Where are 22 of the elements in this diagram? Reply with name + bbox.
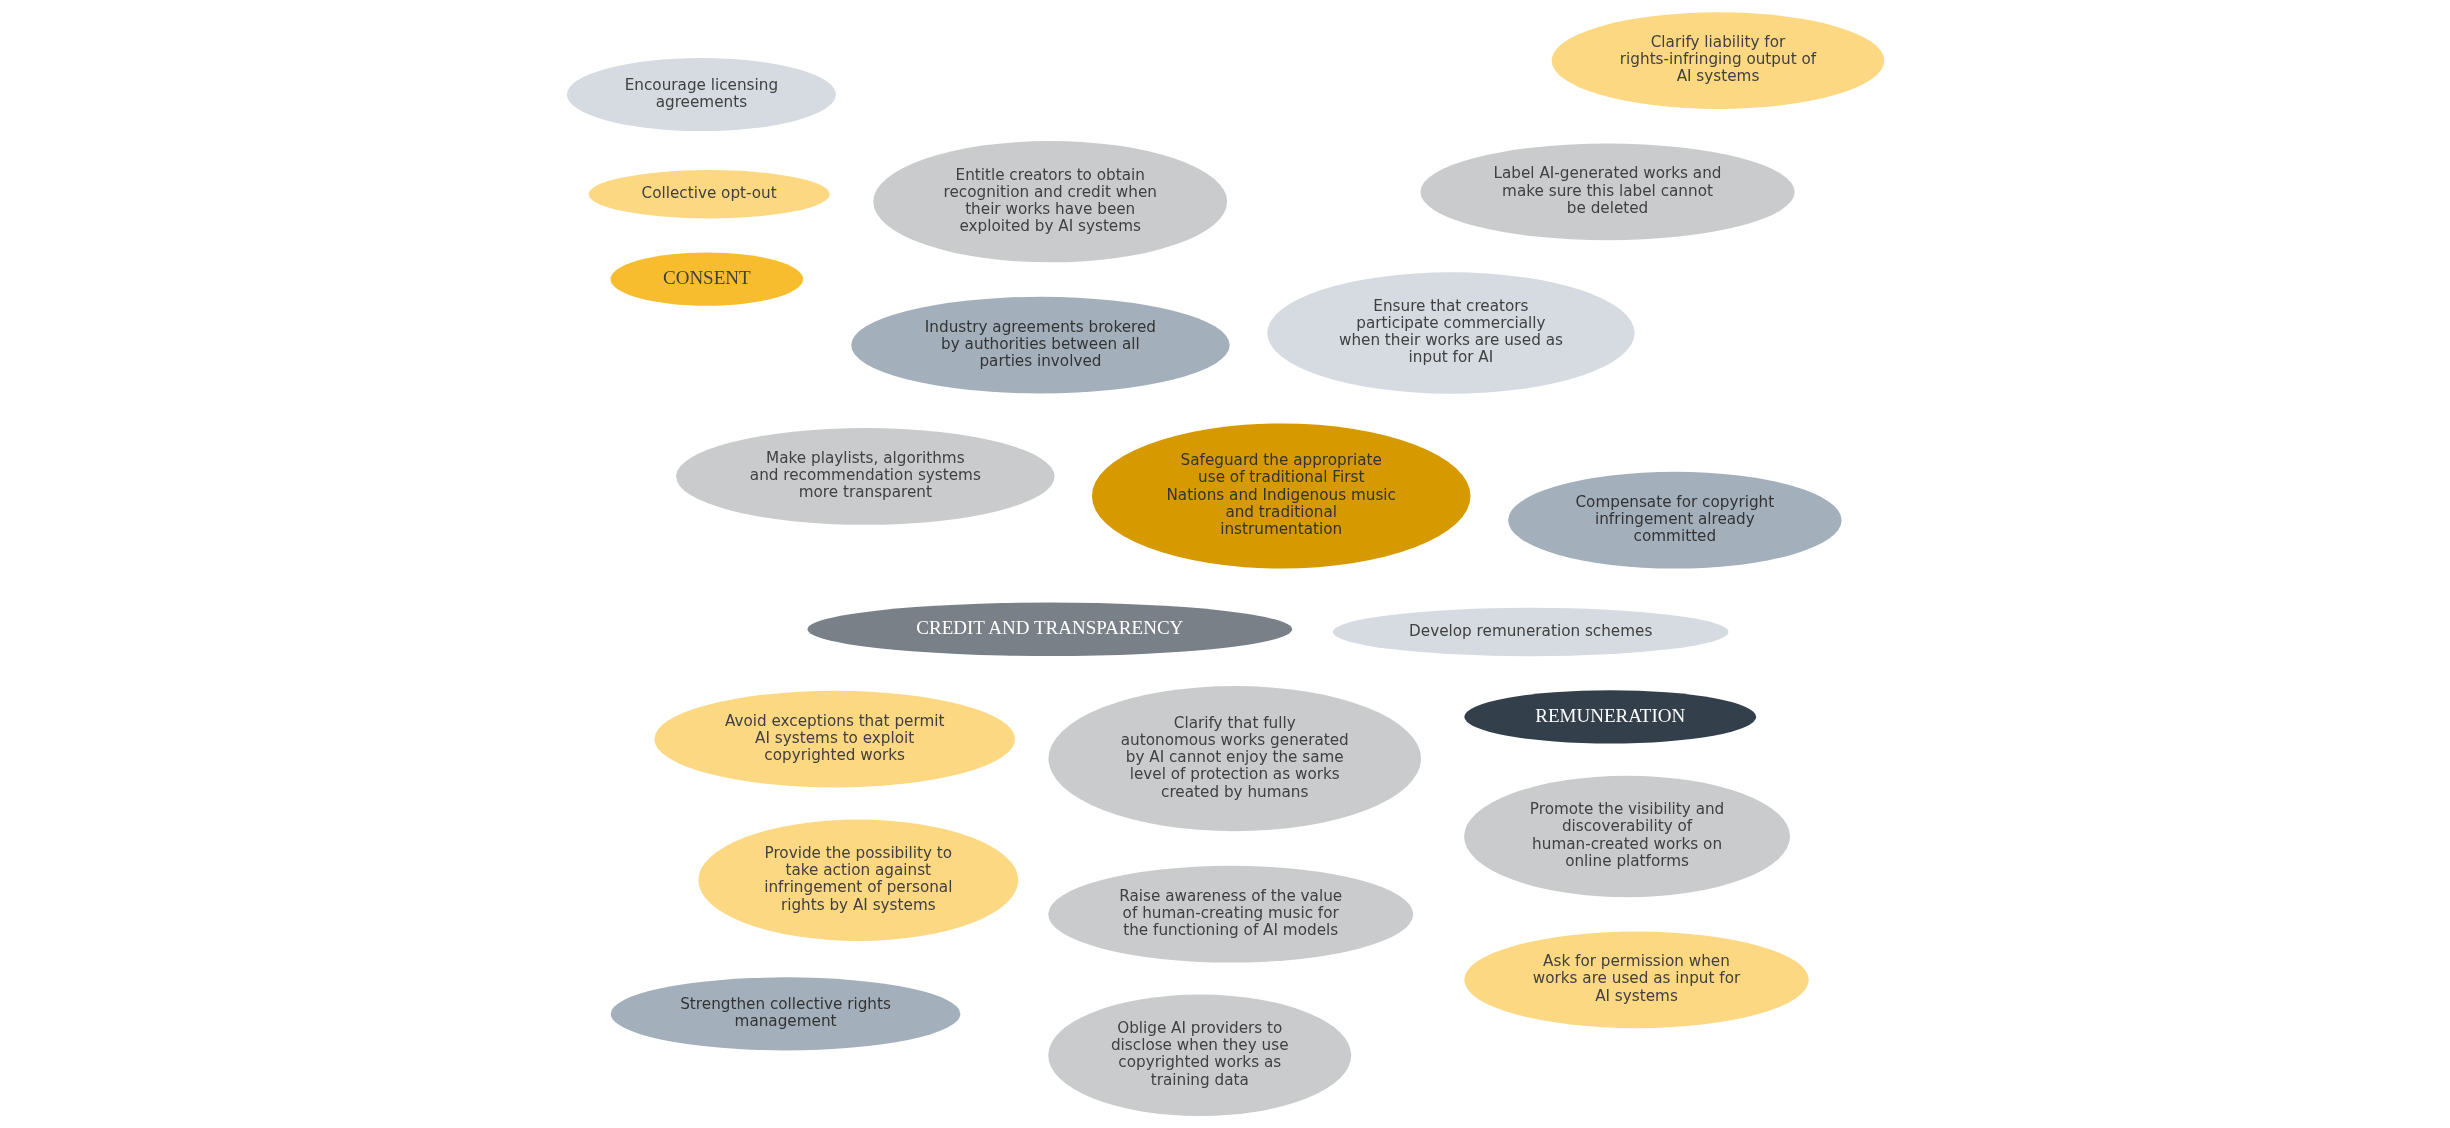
node-ellipse: Promote the visibility and discoverability of human-created works on online platforms bbox=[1463, 775, 1790, 898]
node-ellipse: Label AI-generated works and make sure this label cannot be deleted bbox=[1419, 143, 1795, 241]
node-ellipse: Safeguard the appropriate use of traditional First Nations and Indigenous music and traditional instrumentation bbox=[1091, 423, 1470, 569]
node-ellipse: Ensure that creators participate commercially when their works are used as input for AI bbox=[1266, 272, 1635, 394]
node-ellipse: CREDIT AND TRANSPARENCY bbox=[807, 602, 1292, 657]
node-ellipse: Entitle creators to obtain recognition and credit when their works have been exploited by AI systems bbox=[872, 141, 1227, 263]
node-ellipse: Encourage licensing agreements bbox=[566, 58, 836, 132]
node-ellipse: Clarify liability for rights-infringing output of AI systems bbox=[1551, 12, 1884, 109]
node-ellipse: Ask for permission when works are used as input for AI systems bbox=[1463, 931, 1809, 1029]
node-ellipse: Clarify that fully autonomous works generated by AI cannot enjoy the same level of protection as works created by humans bbox=[1047, 686, 1421, 832]
node-ellipse: Industry agreements brokered by authorities between all parties involved bbox=[850, 296, 1230, 394]
node-ellipse: Strengthen collective rights management bbox=[610, 977, 960, 1051]
node-ellipse: Avoid exceptions that permit AI systems to exploit copyrighted works bbox=[653, 690, 1015, 788]
node-ellipse: Provide the possibility to take action against infringement of personal rights by AI systems bbox=[697, 819, 1018, 941]
node-ellipse: Develop remuneration schemes bbox=[1332, 607, 1728, 657]
node-ellipse: Compensate for copyright infringement already committed bbox=[1507, 471, 1842, 569]
node-ellipse: Oblige AI providers to disclose when they use copyrighted works as training data bbox=[1047, 994, 1351, 1116]
node-ellipse: CONSENT bbox=[610, 252, 803, 306]
node-ellipse: Make playlists, algorithms and recommendation systems more transparent bbox=[675, 428, 1055, 525]
node-ellipse: REMUNERATION bbox=[1463, 690, 1756, 744]
node-ellipse: Raise awareness of the value of human-creating music for the functioning of AI models bbox=[1047, 865, 1413, 963]
node-ellipse: Collective opt-out bbox=[588, 170, 830, 219]
